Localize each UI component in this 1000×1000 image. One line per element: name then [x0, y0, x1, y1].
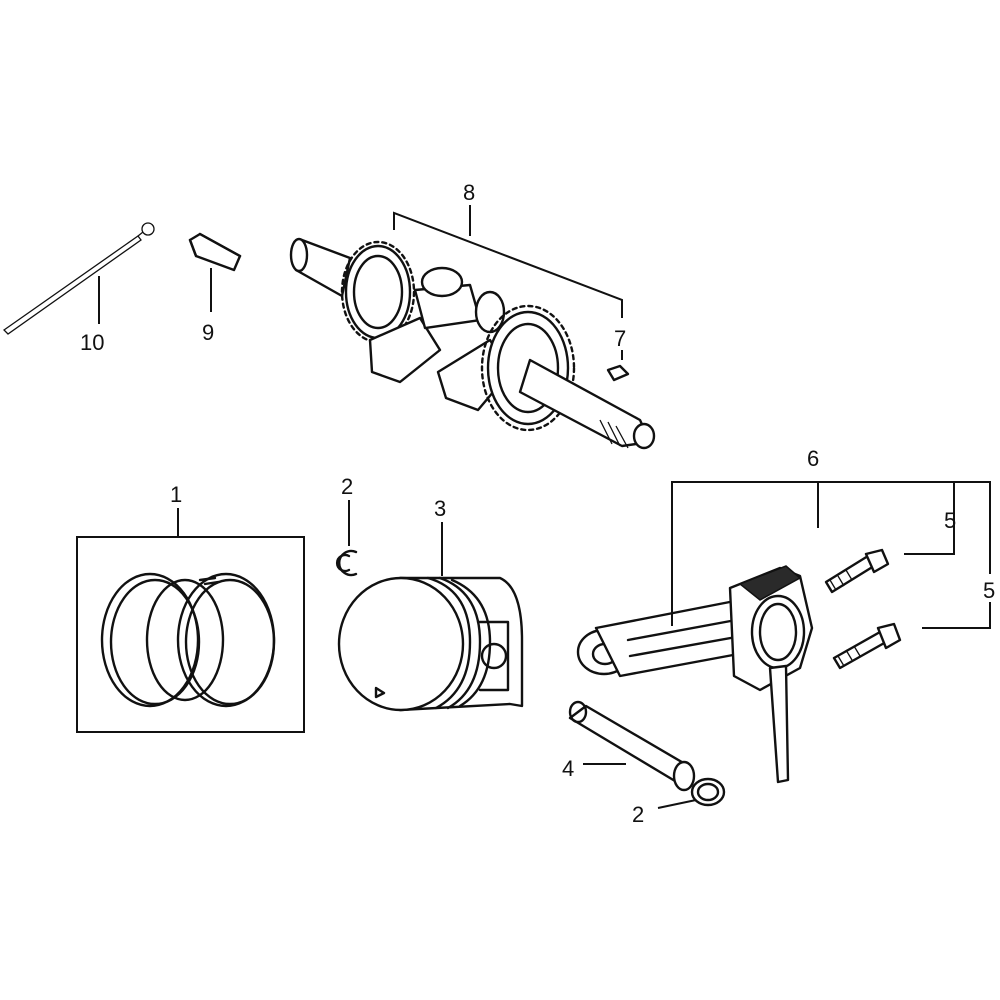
part-bolt-upper — [824, 548, 890, 594]
part-piston-rings — [76, 536, 305, 733]
callout-6: 6 — [807, 446, 819, 471]
part-piston — [337, 576, 524, 712]
callout-1: 1 — [170, 482, 182, 507]
callout-8: 8 — [463, 180, 475, 205]
callout-7: 7 — [614, 326, 626, 351]
part-key — [188, 232, 242, 272]
part-cable-tie — [2, 222, 155, 335]
callout-5-lower: 5 — [983, 578, 995, 603]
leader-lines — [98, 205, 991, 809]
callout-2-lower: 2 — [632, 802, 644, 827]
part-connecting-rod — [576, 565, 814, 784]
part-bolt-lower — [832, 622, 902, 670]
callout-3: 3 — [434, 496, 446, 521]
callout-2-upper: 2 — [341, 474, 353, 499]
callout-5-upper: 5 — [944, 508, 956, 533]
part-circlip-lower — [690, 777, 726, 807]
callout-4: 4 — [562, 756, 574, 781]
part-crankshaft — [289, 237, 656, 450]
part-piston-pin — [568, 700, 696, 792]
callout-labels: 10 9 8 7 1 2 3 6 5 5 4 2 — [80, 180, 995, 827]
part-small-key — [606, 364, 630, 382]
callout-9: 9 — [202, 320, 214, 345]
callout-10: 10 — [80, 330, 104, 355]
part-circlip-upper — [336, 549, 358, 577]
